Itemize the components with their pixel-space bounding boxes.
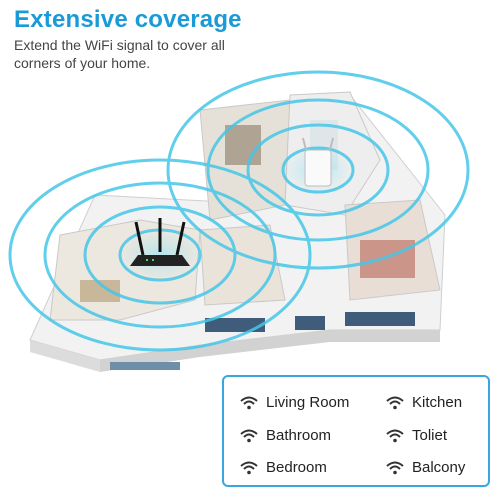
room-legend: Living Room Kitchen Bathroom Toliet Bedr… <box>222 375 490 487</box>
wifi-icon <box>386 429 404 442</box>
legend-label: Bathroom <box>266 427 332 444</box>
wifi-icon <box>240 396 258 409</box>
legend-item-toliet: Toliet <box>386 427 447 444</box>
wifi-icon <box>240 461 258 474</box>
legend-label: Living Room <box>266 394 350 411</box>
legend-item-kitchen: Kitchen <box>386 394 462 411</box>
extender-icon <box>302 137 334 187</box>
wifi-icon <box>240 429 258 442</box>
legend-item-bathroom: Bathroom <box>240 427 331 444</box>
wifi-icon <box>386 396 404 409</box>
router-icon <box>130 218 190 266</box>
legend-label: Toliet <box>412 427 448 444</box>
legend-item-bedroom: Bedroom <box>240 459 327 476</box>
legend-item-balcony: Balcony <box>386 459 465 476</box>
page-subtitle: Extend the WiFi signal to cover all corn… <box>14 37 225 71</box>
legend-label: Kitchen <box>412 394 463 411</box>
legend-label: Balcony <box>412 459 466 476</box>
legend-label: Bedroom <box>266 459 327 476</box>
wifi-icon <box>386 461 404 474</box>
page-title: Extensive coverage <box>14 6 242 33</box>
legend-item-living-room: Living Room <box>240 394 349 411</box>
